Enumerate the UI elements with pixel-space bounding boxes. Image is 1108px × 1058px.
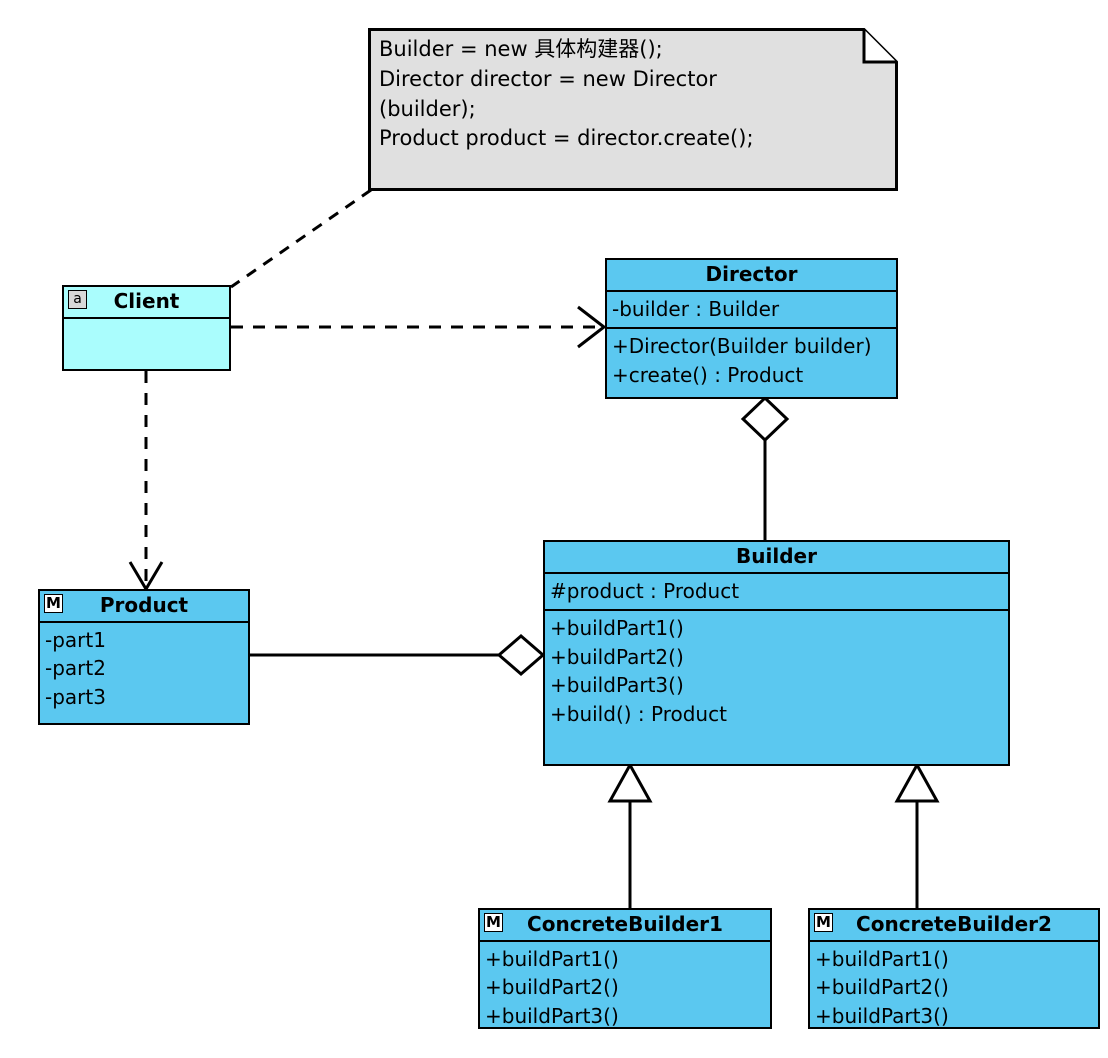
class-box-builder[interactable]: Builder #product : Product +buildPart1()… — [543, 540, 1010, 766]
class-member: +buildPart1() — [550, 616, 684, 641]
class-member: #product : Product — [550, 579, 740, 603]
class-name-builder: Builder — [736, 544, 817, 568]
diamond-aggregation-director — [740, 395, 790, 443]
class-attributes-client — [64, 319, 229, 369]
class-member: +buildPart2() — [550, 644, 684, 669]
class-member: +Director(Builder builder) — [612, 334, 872, 359]
arrowhead-open-director — [577, 305, 607, 349]
class-member: +buildPart3() — [815, 1003, 949, 1028]
class-name-product: Product — [99, 593, 189, 617]
class-name-director: Director — [705, 262, 798, 286]
triangle-generalization-builder-2 — [894, 761, 940, 803]
class-member: -builder : Builder — [612, 297, 780, 321]
class-box-concretebuilder2[interactable]: M ConcreteBuilder2 +buildPart1() +buildP… — [808, 908, 1100, 1029]
class-box-director[interactable]: Director -builder : Builder +Director(Bu… — [605, 258, 898, 399]
note-text: Builder = new 具体构建器(); Director director… — [379, 37, 754, 151]
model-class-badge-icon: M — [814, 913, 833, 932]
class-member: +buildPart2() — [485, 975, 619, 1000]
class-header-client: a Client — [64, 287, 229, 319]
class-name-client: Client — [113, 289, 180, 313]
class-header-product: M Product — [40, 591, 248, 623]
code-note: Builder = new 具体构建器(); Director director… — [368, 28, 898, 191]
class-header-concretebuilder2: M ConcreteBuilder2 — [810, 910, 1098, 942]
abstract-class-badge-icon: a — [68, 290, 87, 309]
class-header-concretebuilder1: M ConcreteBuilder1 — [480, 910, 770, 942]
triangle-generalization-builder-1 — [607, 761, 653, 803]
class-member: +buildPart1() — [485, 947, 619, 971]
class-operations-director: +Director(Builder builder) +create() : P… — [607, 329, 896, 397]
class-member: +buildPart3() — [550, 673, 684, 698]
class-operations-concretebuilder2: +buildPart1() +buildPart2() +buildPart3(… — [810, 942, 1098, 1034]
class-box-product[interactable]: M Product -part1 -part2 -part3 — [38, 589, 250, 725]
class-member: +buildPart2() — [815, 975, 949, 1000]
note-shape — [368, 28, 898, 191]
class-member: -part1 — [45, 628, 106, 652]
class-header-builder: Builder — [545, 542, 1008, 574]
diamond-aggregation-builder — [496, 634, 546, 676]
class-member: -part3 — [45, 684, 106, 709]
class-attributes-product: -part1 -part2 -part3 — [40, 623, 248, 723]
arrowhead-open-product — [128, 561, 164, 592]
model-class-badge-icon: M — [484, 913, 503, 932]
class-member: +create() : Product — [612, 362, 804, 387]
class-member: +buildPart3() — [485, 1003, 619, 1028]
class-box-concretebuilder1[interactable]: M ConcreteBuilder1 +buildPart1() +buildP… — [478, 908, 772, 1029]
class-operations-builder: +buildPart1() +buildPart2() +buildPart3(… — [545, 611, 1008, 764]
class-member: -part2 — [45, 656, 106, 681]
class-member: +buildPart1() — [815, 947, 949, 971]
class-name-concretebuilder2: ConcreteBuilder2 — [856, 912, 1052, 936]
class-operations-concretebuilder1: +buildPart1() +buildPart2() +buildPart3(… — [480, 942, 770, 1034]
model-class-badge-icon: M — [44, 594, 63, 613]
class-header-director: Director — [607, 260, 896, 292]
class-member: +build() : Product — [550, 701, 727, 726]
class-attributes-builder: #product : Product — [545, 574, 1008, 612]
edge-note-anchor-client — [230, 188, 372, 289]
class-name-concretebuilder1: ConcreteBuilder1 — [527, 912, 723, 936]
class-box-client[interactable]: a Client — [62, 285, 231, 371]
class-attributes-director: -builder : Builder — [607, 292, 896, 330]
